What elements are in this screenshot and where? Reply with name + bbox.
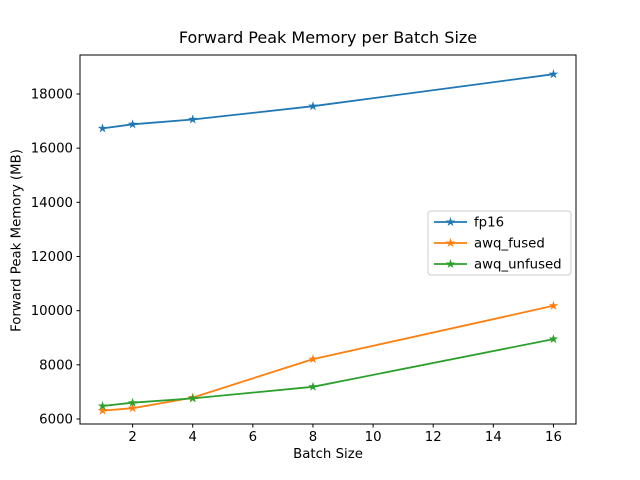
marker-star-awq_fused [127,403,138,413]
legend-label-awq_unfused: awq_unfused [474,258,562,273]
x-tick-label: 16 [545,430,562,445]
legend-marker-fp16 [445,217,456,227]
x-tick-label: 4 [188,430,196,445]
marker-star-awq_fused [308,354,318,364]
x-tick-label: 2 [128,430,136,445]
axes-frame [79,54,577,425]
series-line-fp16 [101,73,555,130]
marker-star-awq_unfused [548,334,559,344]
y-tick-label: 16000 [31,142,73,157]
y-tick-label: 14000 [31,196,73,211]
x-tick-label: 8 [309,430,317,445]
y-tick-label: 8000 [39,358,73,373]
marker-star-awq_fused [97,405,108,415]
marker-star-awq_unfused [97,400,108,411]
marker-star-awq_unfused [127,397,138,407]
marker-star-fp16 [187,114,198,124]
x-tick-label: 14 [485,430,502,445]
marker-star-fp16 [127,119,138,129]
chart-title: Forward Peak Memory per Batch Size [178,28,478,47]
x-tick-label: 12 [425,430,442,445]
legend-label-fp16: fp16 [474,216,504,231]
marker-star-awq_fused [548,300,559,310]
series-line-awq_unfused [101,338,555,407]
y-tick-label: 12000 [31,250,73,265]
marker-star-fp16 [548,69,559,79]
legend-label-awq_fused: awq_fused [474,237,545,252]
y-tick-label: 6000 [39,412,73,427]
marker-star-awq_unfused [187,393,198,403]
y-tick-label: 18000 [31,87,73,102]
legend-marker-awq_unfused [445,259,456,269]
marker-star-awq_unfused [308,381,318,391]
legend-marker-awq_fused [445,238,456,248]
x-tick-label: 10 [365,430,382,445]
x-tick-label: 6 [249,430,257,445]
marker-star-fp16 [97,123,108,133]
legend-box [427,210,572,276]
series-line-awq_fused [101,304,555,412]
x-axis-label: Batch Size [293,447,363,462]
marker-star-fp16 [308,101,318,111]
y-tick-label: 10000 [31,304,73,319]
